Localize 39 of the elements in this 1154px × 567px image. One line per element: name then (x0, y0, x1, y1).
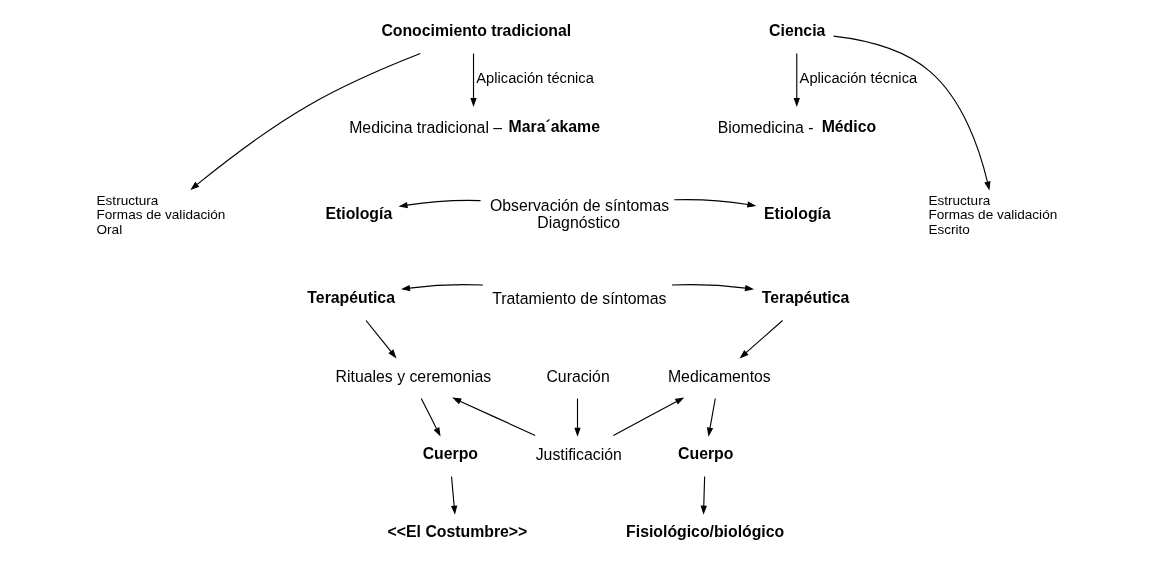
arrow (739, 319, 783, 359)
node-text: Ciencia (768, 22, 825, 40)
node-text: <<El Costumbre>> (387, 522, 527, 540)
node-text: Medicina tradicional – Mara´akame (348, 118, 600, 137)
node-text: Cuerpo (677, 444, 733, 462)
node-text: Tratamiento de síntomas (491, 290, 666, 308)
arrow (469, 53, 477, 107)
node-text: Terapéutica (761, 288, 849, 306)
arrow (364, 319, 397, 359)
node-text: Cuerpo (422, 444, 478, 462)
arrow (670, 284, 754, 292)
arrow (451, 397, 536, 437)
arrow (832, 35, 990, 191)
edge-label: Aplicación técnica (799, 70, 917, 87)
node-text: Rituales y ceremonias (335, 368, 491, 386)
arrow (450, 475, 457, 515)
arrow (706, 397, 716, 437)
arrow (398, 199, 481, 209)
node-text: Terapéutica (306, 288, 395, 306)
node-text: Estructura Formas de validación Oral (96, 192, 225, 237)
edge-label: Aplicación técnica (475, 70, 594, 87)
node-text: Conocimiento tradicional (380, 22, 571, 40)
node-text: Estructura Formas de validación Escrito (927, 192, 1057, 237)
arrow (793, 53, 800, 107)
arrow (189, 53, 421, 191)
arrow (400, 284, 483, 292)
arrow (420, 397, 441, 437)
arrow (612, 397, 684, 437)
node-text: Biomedicina - Médico (717, 118, 876, 137)
node-text: Medicamentos (667, 368, 771, 386)
arrow (673, 199, 756, 208)
arrow (573, 397, 581, 437)
node-text: Etiología (763, 204, 831, 222)
arrow (700, 475, 707, 515)
node-text: Fisiológico/biológico (625, 522, 784, 540)
node-text: Observación de síntomas Diagnóstico (489, 197, 669, 232)
node-text: Justificación (535, 446, 622, 464)
node-text: Etiología (324, 204, 392, 222)
node-text: Curación (545, 368, 610, 386)
